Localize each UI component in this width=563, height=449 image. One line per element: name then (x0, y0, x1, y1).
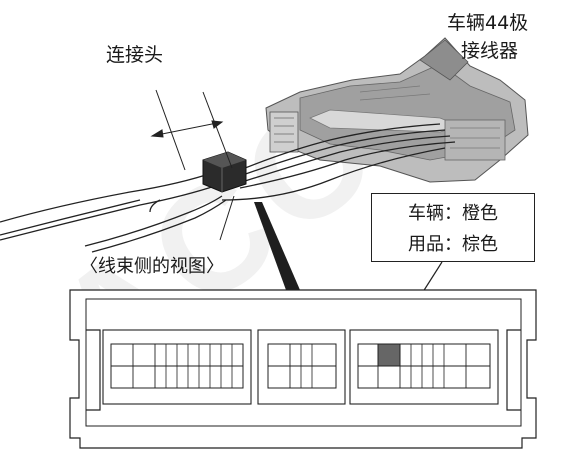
harness-side-connector-view (69, 289, 537, 449)
accessory-color-text: 用品：棕色 (408, 234, 498, 255)
highlighted-pin (377, 343, 401, 367)
wire-harness (0, 123, 456, 253)
vehicle-connector-label-line1: 车辆44极 (447, 12, 529, 34)
connector-head (202, 151, 247, 193)
view-pointer-wedge (254, 202, 300, 290)
wire-color-callout: 车辆：橙色 用品：棕色 (371, 193, 535, 262)
vehicle-color-text: 车辆：橙色 (408, 203, 498, 224)
vehicle-44-pin-connector-device (265, 37, 529, 183)
connector-dimension-lines (150, 89, 233, 171)
wire-leader-line (219, 195, 235, 241)
harness-view-label: 〈线束侧的视图〉 (80, 256, 224, 277)
vehicle-connector-label-line2: 接线器 (461, 40, 519, 62)
connector-label: 连接头 (106, 44, 164, 66)
